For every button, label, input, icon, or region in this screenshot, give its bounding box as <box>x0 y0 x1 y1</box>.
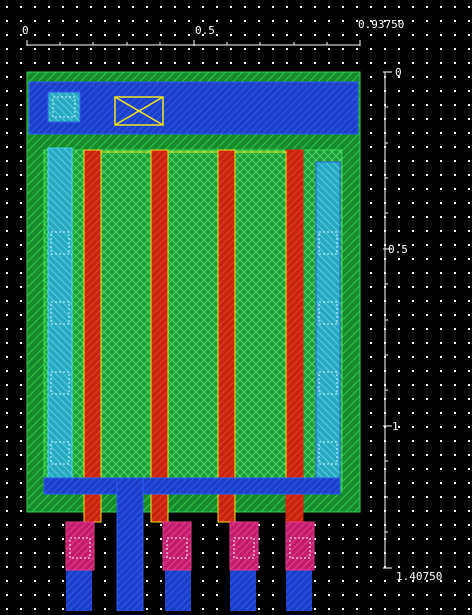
pin-b[interactable] <box>162 521 192 571</box>
side-ruler-label-start: 0 <box>395 66 402 79</box>
input-pins[interactable] <box>65 521 315 571</box>
top-ruler-label-mid: 0.5 <box>195 24 215 37</box>
side-ruler-label-mid: 0.5 <box>388 243 408 256</box>
pin-d[interactable] <box>285 521 315 571</box>
poly-gate-3[interactable] <box>217 149 236 523</box>
via-marker-icon[interactable] <box>114 96 164 126</box>
poly-gate-1[interactable] <box>83 149 102 523</box>
poly-gate-2[interactable] <box>150 149 169 523</box>
metal1-bottom-rail[interactable] <box>43 477 341 495</box>
top-ruler <box>26 40 361 46</box>
pin-contacts <box>69 537 311 559</box>
side-ruler-label-end: 1.40750 <box>396 570 443 583</box>
metal1-output-1[interactable] <box>116 477 144 612</box>
side-ruler <box>383 71 392 569</box>
side-ruler-label-one: 1 <box>392 420 399 433</box>
top-ruler-label-start: 0 <box>22 24 29 37</box>
poly-gate-4[interactable] <box>285 149 304 523</box>
pin-a[interactable] <box>65 521 95 571</box>
metal1-top-rail[interactable] <box>28 81 359 135</box>
right-contacts <box>318 231 338 465</box>
well-tap-cut <box>52 96 76 118</box>
top-ruler-label-end: 0.93750 <box>358 18 405 31</box>
pin-c[interactable] <box>229 521 259 571</box>
left-contacts <box>50 231 70 465</box>
left-diffusion-contact-strip[interactable] <box>47 147 73 485</box>
